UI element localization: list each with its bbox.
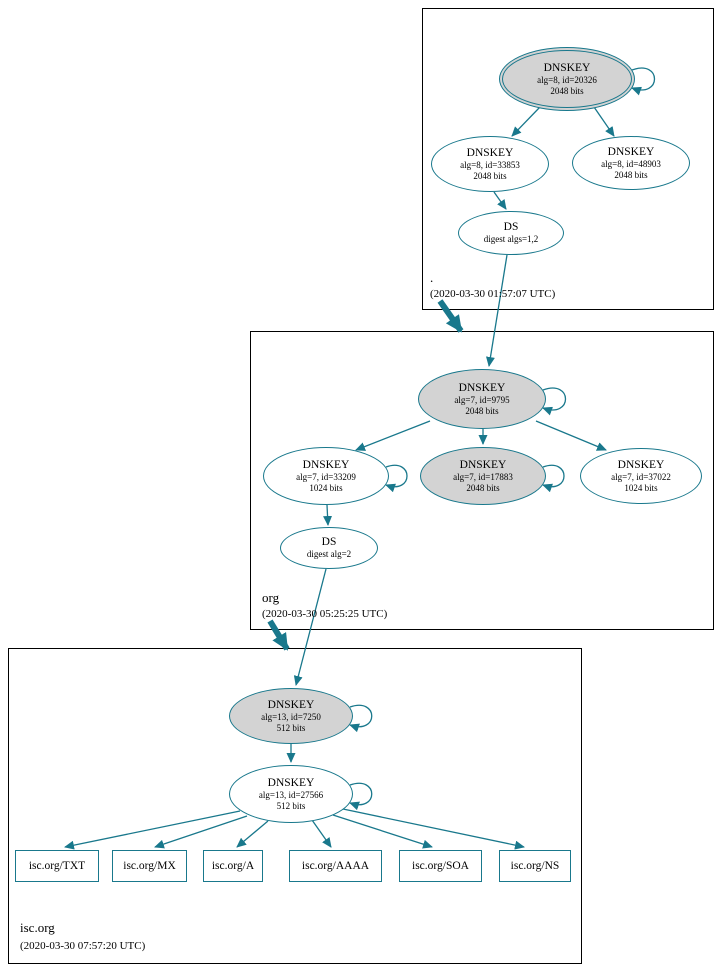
edge-isc-zsk-to-mx [154,815,248,849]
dnskey-node-org-zsk-33209: DNSKEY alg=7, id=33209 1024 bits [263,447,389,505]
dnskey-node-root-standby-48903: DNSKEY alg=8, id=48903 2048 bits [572,136,690,190]
edge-org-ksk-to-other [535,420,607,451]
edge-org-ksk-to-zsk [355,420,431,451]
edge-isc-zsk-to-aaaa [311,819,332,848]
edge-isc-zsk-to-ns [342,808,525,850]
zone-timestamp-isc-org: (2020-03-30 07:57:20 UTC) [20,940,146,952]
rrset-isc-org-soa: isc.org/SOA [399,850,482,882]
zone-label-org: org [262,590,280,605]
edge-root-zsk-to-ds [493,191,507,210]
dnskey-node-root-ksk-20326: DNSKEY alg=8, id=20326 2048 bits [499,47,635,111]
edge-isc-zsk-to-soa [332,814,433,849]
edge-org-zsk-selfloop [385,464,408,493]
dnskey-node-isc-zsk-27566: DNSKEY alg=13, id=27566 512 bits [229,765,353,823]
rrset-isc-org-txt: isc.org/TXT [15,850,99,882]
edge-org-ds-to-isc-ksk [293,568,327,686]
dnskey-node-org-ksk-9795: DNSKEY alg=7, id=9795 2048 bits [418,369,546,429]
dnskey-node-org-other-37022: DNSKEY alg=7, id=37022 1024 bits [580,448,702,504]
edge-root-ksk-to-standby [593,106,615,137]
rrset-isc-org-aaaa: isc.org/AAAA [289,850,382,882]
edge-org-zsk-to-ds [323,504,333,526]
edge-isc-zsk-to-txt [64,810,241,850]
edge-isc-zsk-to-a [236,820,269,848]
zone-box-isc-org [8,648,582,964]
ds-node-root: DS digest algs=1,2 [458,211,564,255]
edge-isc-ksk-selfloop [349,704,373,733]
edge-root-ksk-to-zsk [511,106,541,137]
edge-root-ds-to-org-ksk [485,254,508,367]
zone-label-root: . [430,270,434,285]
edge-org-ksk2-selfloop [542,464,565,493]
dnskey-node-root-ksk-20326-inner: DNSKEY alg=8, id=20326 2048 bits [502,50,632,108]
zone-box-org [250,331,714,630]
edge-isc-zsk-selfloop [349,782,373,811]
edge-delegation-org-to-isc [267,619,290,651]
ds-node-org: DS digest alg=2 [280,527,378,569]
dnskey-node-isc-ksk-7250: DNSKEY alg=13, id=7250 512 bits [229,688,353,744]
zone-box-root [422,8,714,310]
rrset-isc-org-ns: isc.org/NS [499,850,571,882]
rrset-isc-org-mx: isc.org/MX [112,850,187,882]
zone-timestamp-org: (2020-03-30 05:25:25 UTC) [262,608,388,620]
zone-timestamp-root: (2020-03-30 01:57:07 UTC) [430,288,556,300]
dnskey-node-org-ksk2-17883: DNSKEY alg=7, id=17883 2048 bits [420,447,546,505]
edge-delegation-root-to-org [437,299,464,333]
zone-label-isc-org: isc.org [20,920,55,935]
edge-root-ksk-selfloop [631,67,655,96]
rrset-isc-org-a: isc.org/A [203,850,263,882]
dnskey-node-root-zsk-33853: DNSKEY alg=8, id=33853 2048 bits [431,136,549,192]
edge-org-ksk-selfloop [542,387,566,416]
